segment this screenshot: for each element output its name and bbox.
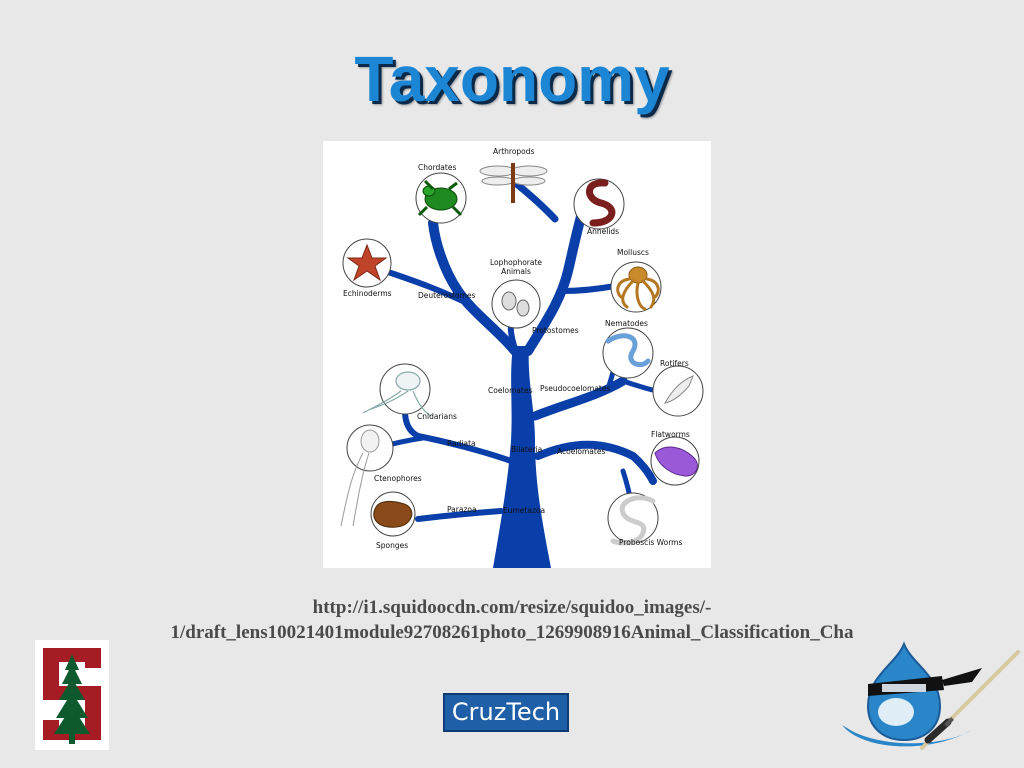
cruztech-logo: CruzTech	[443, 693, 569, 732]
jellyfish-icon	[362, 371, 432, 417]
branch-acoelomates	[534, 440, 657, 485]
label-chordates: Chordates	[418, 163, 457, 172]
branch-radiata	[402, 408, 514, 464]
label-proboscis-worms: Proboscis Worms	[619, 538, 683, 547]
label-coelomates: Coelomates	[488, 386, 533, 395]
octopus-icon	[616, 266, 660, 311]
label-eumetazoa: Eumetazoa	[503, 506, 546, 515]
stanford-logo	[35, 640, 109, 750]
branch-pseudocoelomates	[530, 376, 628, 421]
label-molluscs: Molluscs	[617, 248, 649, 257]
stanford-tree-icon	[37, 642, 107, 748]
label-ctenophores: Ctenophores	[374, 474, 422, 483]
branch-echinoderms	[382, 268, 476, 309]
label-lophophorate-line2: Animals	[501, 267, 531, 276]
animal-classification-diagram: Arthropods Chordates Annelids Echinoderm…	[323, 141, 711, 568]
branch-molluscs	[560, 283, 618, 294]
label-lophophorate: Lophophorate Animals	[486, 258, 546, 276]
proboscis-worm-icon	[610, 495, 656, 546]
label-pseudocoelomates: Pseudocoelomates	[540, 384, 611, 393]
dragonfly-icon	[479, 163, 548, 203]
source-url-line2: 1/draft_lens10021401module92708261photo_…	[170, 622, 854, 643]
drupal-drop-icon	[842, 641, 1020, 750]
branch-arthropods	[509, 177, 559, 223]
ctenophore-icon	[340, 429, 380, 527]
label-protostomes: Protostomes	[532, 326, 579, 335]
branch-protostomes	[523, 198, 590, 356]
frog-icon	[417, 179, 463, 217]
label-parazoa: Parazoa	[447, 505, 477, 514]
label-lophophorate-line1: Lophophorate	[489, 258, 543, 267]
label-annelids: Annelids	[587, 227, 620, 236]
slide-title: Taxonomy	[354, 43, 670, 115]
source-url-line1: http://i1.squidoocdn.com/resize/squidoo_…	[312, 597, 712, 618]
branch-deuterostomes	[428, 218, 520, 356]
label-rotifers: Rotifers	[660, 359, 689, 368]
label-acoelomates: Acoelomates	[557, 447, 606, 456]
label-radiata: Radiata	[447, 439, 476, 448]
label-arthropods: Arthropods	[493, 147, 535, 156]
label-nematodes: Nematodes	[605, 319, 648, 328]
label-sponges: Sponges	[376, 541, 409, 550]
lophophorate-icon	[501, 291, 530, 317]
label-deuterostomes: Deuterostomes	[418, 291, 476, 300]
label-cnidarians: Cnidarians	[417, 412, 457, 421]
starfish-icon	[346, 243, 388, 282]
label-echinoderms: Echinoderms	[343, 289, 392, 298]
flatworm-icon	[654, 446, 698, 477]
nematode-icon	[605, 333, 651, 368]
tree-trunk	[493, 346, 551, 568]
branch-parazoa	[415, 508, 504, 522]
drupal-ninja-logo	[832, 640, 1022, 755]
label-flatworms: Flatworms	[651, 430, 690, 439]
rotifer-icon	[664, 375, 694, 404]
label-bilateria: Bilateria	[511, 445, 543, 454]
tree-illustration	[340, 163, 704, 568]
image-source-url: http://i1.squidoocdn.com/resize/squidoo_…	[0, 595, 1024, 645]
earthworm-icon	[586, 179, 616, 227]
sponge-icon	[373, 500, 413, 528]
